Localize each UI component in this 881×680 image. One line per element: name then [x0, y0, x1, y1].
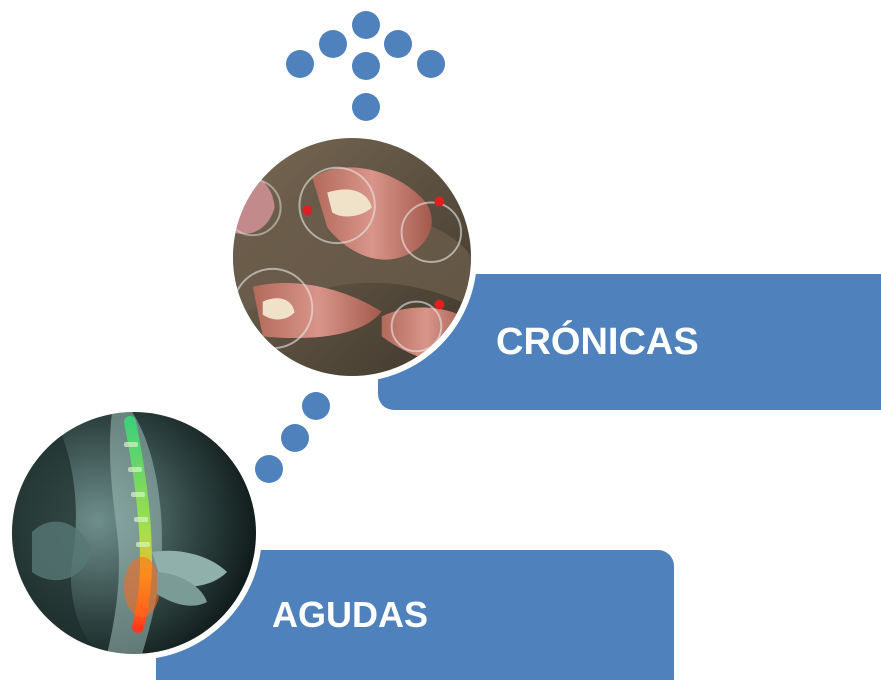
cronicas-banner: CRÓNICAS: [378, 274, 881, 410]
arrow-dot: [286, 50, 314, 78]
muscle-anatomy-illustration: [233, 138, 471, 376]
arrow-dot: [417, 50, 445, 78]
arrow-dot: [384, 30, 412, 58]
connector-dot: [255, 455, 283, 483]
spine-back-pain-illustration: [12, 412, 256, 654]
arrow-dot: [352, 11, 380, 39]
connector-dot: [302, 392, 330, 420]
agudas-label: AGUDAS: [272, 594, 429, 635]
connector-dot: [281, 424, 309, 452]
muscle-anatomy-photo: [227, 132, 477, 382]
cronicas-label: CRÓNICAS: [496, 320, 699, 363]
arrow-dot: [319, 30, 347, 58]
arrow-dot: [352, 93, 380, 121]
spine-back-pain-photo: [6, 406, 262, 660]
arrow-dot: [352, 52, 380, 80]
